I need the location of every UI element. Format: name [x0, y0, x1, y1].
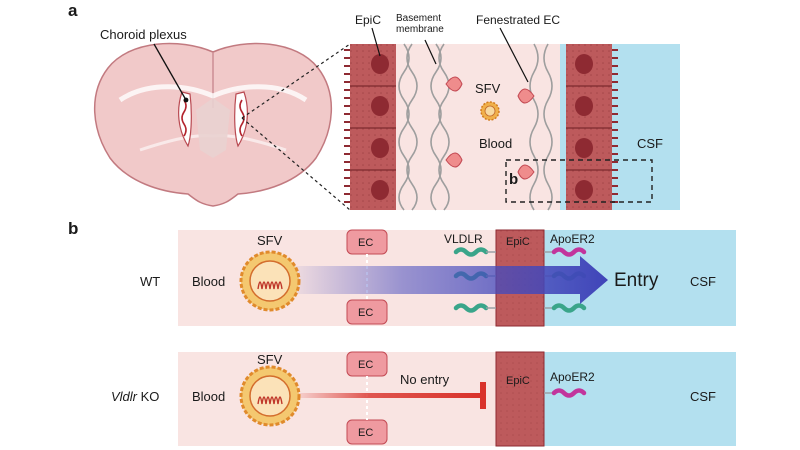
ko-genotype-gene: Vldlr — [111, 389, 138, 404]
wt-sfv-virion — [239, 250, 301, 312]
wt-apoer2-receptors — [551, 247, 587, 257]
barrier-magnified — [344, 43, 680, 211]
panel-b-letter: b — [68, 219, 78, 238]
panel-a-letter: a — [68, 1, 78, 20]
ko-sfv-virion — [239, 365, 301, 427]
label-blood-a: Blood — [479, 136, 512, 151]
label-choroid-plexus: Choroid plexus — [100, 27, 187, 42]
epic-column-left — [344, 44, 396, 210]
label-fenestrated-ec: Fenestrated EC — [476, 13, 560, 27]
endothelial-cells — [445, 76, 535, 180]
ko-no-entry-label: No entry — [400, 372, 450, 387]
pointer-fenestrated-ec — [499, 27, 529, 83]
wt-blood-label: Blood — [192, 274, 225, 289]
inset-box — [505, 159, 653, 203]
wt-genotype: WT — [140, 274, 160, 289]
wt-entry-label: Entry — [614, 270, 659, 291]
wt-vldlr-label: VLDLR — [444, 232, 483, 246]
label-basement-membrane-wrap: Basement membrane — [396, 13, 444, 35]
ko-apoer2-label: ApoER2 — [550, 370, 595, 384]
no-entry-block — [480, 382, 486, 409]
ko-blood-compartment — [178, 352, 496, 446]
brain-section — [93, 42, 333, 207]
basement-membrane — [398, 43, 553, 211]
ko-apoer2-receptor — [551, 388, 587, 398]
ko-epic-label: EpiC — [506, 375, 530, 387]
zoom-line-top — [241, 43, 351, 119]
ko-genotype: Vldlr KO — [111, 389, 159, 404]
label-csf-a: CSF — [637, 136, 663, 151]
ko-genotype-suffix: KO — [137, 389, 159, 404]
ko-ec-top-label: EC — [358, 359, 373, 371]
sfv-particle-small — [480, 101, 500, 121]
label-inset-b: b — [509, 171, 518, 188]
wt-ec-top-label: EC — [358, 237, 373, 249]
ko-csf-label: CSF — [690, 389, 716, 404]
epic-column-right — [566, 44, 618, 210]
wt-epic-label: EpiC — [506, 236, 530, 248]
wt-apoer2-label: ApoER2 — [550, 232, 595, 246]
no-entry-bar — [292, 393, 482, 398]
ko-blood-label: Blood — [192, 389, 225, 404]
pointer-basement-membrane — [424, 39, 437, 65]
wt-csf-label: CSF — [690, 274, 716, 289]
wt-row — [178, 229, 736, 327]
label-basement-membrane: Basement membrane — [396, 13, 444, 35]
label-epic-a: EpiC — [355, 13, 381, 27]
pointer-epic — [371, 27, 381, 57]
entry-arrow — [292, 256, 608, 304]
wt-sfv-label: SFV — [257, 233, 283, 248]
ko-row — [178, 351, 736, 447]
ko-csf-compartment — [544, 352, 736, 446]
wt-ec-bottom-label: EC — [358, 307, 373, 319]
wt-ec-bottom — [346, 299, 388, 325]
label-sfv-a: SFV — [475, 81, 501, 96]
ko-ec-bottom-label: EC — [358, 427, 373, 439]
pointer-choroid-plexus — [153, 43, 187, 101]
ko-sfv-label: SFV — [257, 352, 283, 367]
